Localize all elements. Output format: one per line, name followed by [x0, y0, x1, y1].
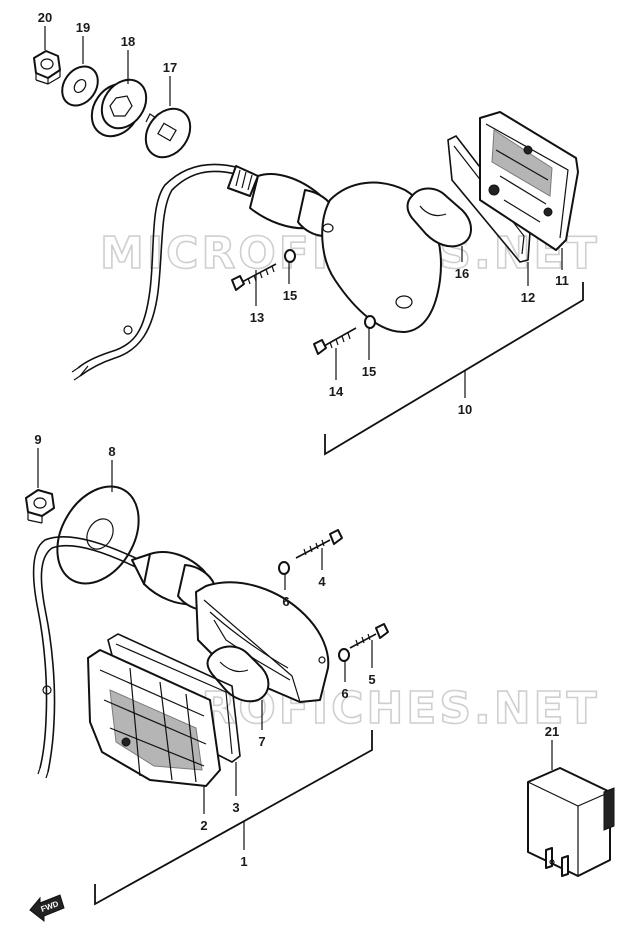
- bottom-signal-housing: [195, 581, 330, 703]
- callout-5: 5: [368, 672, 375, 687]
- part-11-lens: [479, 111, 579, 251]
- part-6-washer-lower: [338, 648, 350, 662]
- callout-9: 9: [34, 432, 41, 447]
- part-16-bulb: [406, 187, 472, 248]
- part-21-relay: [527, 767, 615, 877]
- callout-labels: 20 19 18 17 16 15 13 12 11 15 14 10 9 8 …: [34, 10, 568, 869]
- part-5-screw: [349, 623, 389, 649]
- callout-4: 4: [318, 574, 326, 589]
- part-6-washer-upper: [278, 561, 290, 575]
- callout-14: 14: [329, 384, 344, 399]
- callout-1: 1: [240, 854, 247, 869]
- bracket-1: [94, 730, 373, 906]
- forward-arrow: FWD: [29, 894, 65, 923]
- callout-19: 19: [76, 20, 90, 35]
- part-18-grommet: [90, 78, 148, 138]
- callout-21: 21: [545, 724, 559, 739]
- callout-20: 20: [38, 10, 52, 25]
- callout-8: 8: [108, 444, 115, 459]
- top-wire-harness: [71, 163, 241, 381]
- part-14-screw: [313, 327, 357, 355]
- part-19-washer: [61, 65, 99, 107]
- part-7-bulb: [206, 645, 270, 703]
- bottom-leader-lines: [37, 448, 553, 814]
- callout-3: 3: [232, 800, 239, 815]
- part-15-washer-upper: [284, 249, 296, 263]
- callout-10: 10: [458, 402, 472, 417]
- callout-17: 17: [163, 60, 177, 75]
- callout-12: 12: [521, 290, 535, 305]
- top-signal-body: [227, 165, 442, 334]
- top-leader-lines: [44, 26, 563, 380]
- callout-15-lower: 15: [362, 364, 376, 379]
- part-8-washer: [56, 485, 140, 585]
- bracket-10: [324, 282, 584, 456]
- callout-15-upper: 15: [283, 288, 297, 303]
- bottom-wire-harness: [32, 536, 151, 779]
- part-13-screw: [231, 263, 277, 291]
- part-4-screw: [295, 529, 343, 559]
- callout-6-upper: 6: [282, 594, 289, 609]
- callout-18: 18: [121, 34, 135, 49]
- part-15-washer-lower: [364, 315, 376, 329]
- part-9-nut: [25, 489, 55, 524]
- part-2-lens: [87, 649, 221, 787]
- callout-6-lower: 6: [341, 686, 348, 701]
- part-12-gasket: [447, 134, 531, 263]
- callout-11: 11: [555, 273, 569, 288]
- callout-16: 16: [455, 266, 469, 281]
- callout-13: 13: [250, 310, 264, 325]
- callout-2: 2: [200, 818, 207, 833]
- callout-7: 7: [258, 734, 265, 749]
- part-17-plate: [144, 107, 192, 159]
- part-20-nut: [33, 50, 61, 85]
